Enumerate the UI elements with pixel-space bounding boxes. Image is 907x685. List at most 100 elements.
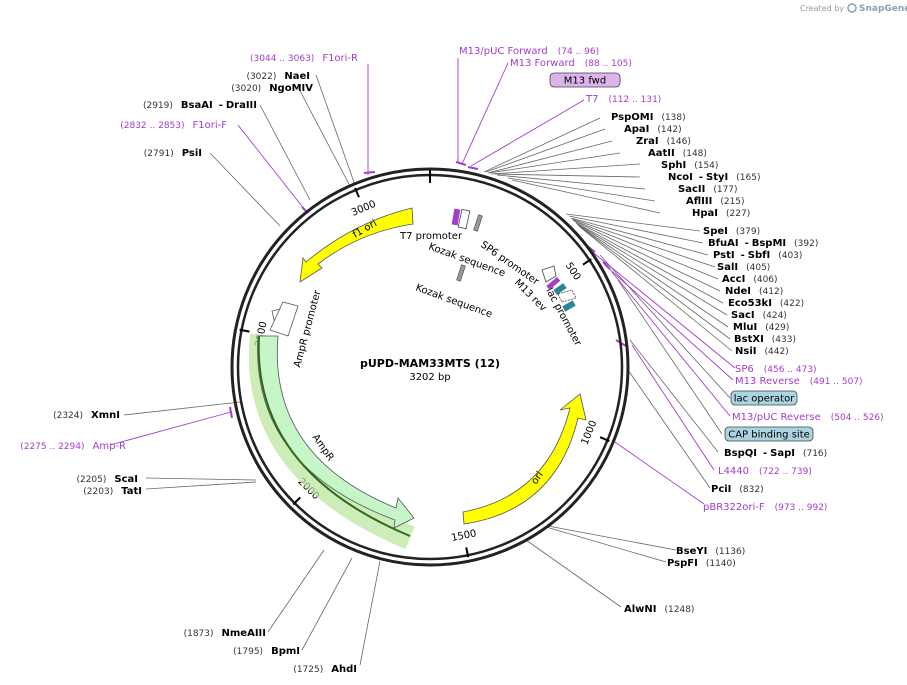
enzyme-coord: (3022) <box>246 72 276 82</box>
primer-coord: (74 .. 96) <box>558 47 599 57</box>
primer-coord: (112 .. 131) <box>608 95 661 105</box>
primer-coord: (722 .. 739) <box>759 467 812 477</box>
plasmid-name: pUPD-MAM33MTS (12) <box>360 357 500 370</box>
enzyme-coord: (1795) <box>233 647 263 657</box>
enzyme-site: BspQI-SapI(716) <box>724 448 827 459</box>
enzyme-coord: (379) <box>736 227 760 237</box>
primer-name: F1ori-F <box>193 120 228 131</box>
primer-site: M13 Reverse (491 .. 507) <box>735 376 863 387</box>
ampr-promoter-box <box>269 301 299 337</box>
enzyme-name: PciI <box>711 484 731 495</box>
feature-label-text: lac operator <box>734 394 795 405</box>
enzyme-site: NcoI-StyI(165) <box>668 172 760 183</box>
primer-leaders <box>109 58 736 505</box>
enzyme-name: AatII <box>648 148 675 159</box>
enzyme-site: MluI(429) <box>733 322 789 333</box>
enzyme-site: AflIII(215) <box>686 196 745 207</box>
tick-label: 1000 <box>580 419 600 447</box>
enzyme-name: XmnI <box>91 410 120 421</box>
ampr-strand-line <box>257 335 411 537</box>
primer-coord: (504 .. 526) <box>831 413 884 423</box>
enzyme-coord: (148) <box>683 149 707 159</box>
t7-promoter-box <box>457 208 471 230</box>
feature-label-text: M13 fwd <box>564 76 606 87</box>
enzyme-coord: (392) <box>794 239 818 249</box>
enzyme-site: AlwNI(1248) <box>624 604 694 615</box>
primer-name: pBR322ori-F <box>703 502 765 513</box>
t7-promoter-label: T7 promoter <box>399 231 463 242</box>
enzyme-coord: (165) <box>736 173 760 183</box>
enzyme-name: NmeAIII <box>222 628 266 639</box>
snapgene-logo-icon <box>847 3 857 13</box>
enzyme-separator: - <box>741 250 745 261</box>
enzyme-site: SacI(424) <box>731 310 787 321</box>
kozak-label-2: Kozak sequence <box>414 282 494 320</box>
enzyme-site: (3022) NaeI <box>246 71 310 82</box>
enzyme-name: PspFI <box>667 558 698 569</box>
tick-mark <box>292 496 301 506</box>
backbone-outer <box>230 167 630 567</box>
enzyme-site: (2203)TatI <box>83 486 142 497</box>
enzyme-name-2: BspMI <box>752 238 786 249</box>
enzyme-coord: (142) <box>657 125 681 135</box>
enzyme-name-2: SbfI <box>748 250 770 261</box>
enzyme-coord: (832) <box>739 485 763 495</box>
plasmid-size: 3202 bp <box>409 372 450 383</box>
enzyme-separator: - <box>699 172 703 183</box>
primer-name: F1ori-R <box>322 53 358 64</box>
primer-name: M13 Reverse <box>735 376 800 387</box>
primer-coord: (2275 .. 2294) <box>20 442 84 452</box>
kozak-mark-2 <box>456 264 466 282</box>
enzyme-site: (1873) NmeAIII <box>184 628 266 639</box>
enzyme-site: SalI(405) <box>717 262 770 273</box>
credit-prefix: Created by <box>800 4 844 13</box>
enzyme-site: (1795) BpmI <box>233 646 300 657</box>
credit-brand: SnapGene <box>859 4 907 14</box>
primer-coord: (491 .. 507) <box>810 377 863 387</box>
enzyme-site: AccI(406) <box>722 274 778 285</box>
feature-label-box <box>724 426 814 442</box>
enzyme-coord: (1873) <box>184 629 214 639</box>
enzyme-site: HpaI(227) <box>692 208 750 219</box>
enzyme-coord: (1725) <box>293 665 323 675</box>
enzyme-coord: (227) <box>726 209 750 219</box>
enzyme-name: BsaAI <box>181 100 213 111</box>
enzyme-site: (2791)PsiI <box>144 148 202 159</box>
enzyme-name: BpmI <box>271 646 300 657</box>
enzyme-name: AflIII <box>686 196 712 207</box>
enzyme-name: NaeI <box>284 71 310 82</box>
enzyme-name: SacII <box>678 184 705 195</box>
enzyme-name-2: SapI <box>770 448 795 459</box>
ampr-promoter-label: AmpR promoter <box>292 288 323 368</box>
primer-coord: (3044 .. 3063) <box>250 54 314 64</box>
primer-coord: (88 .. 105) <box>585 59 632 69</box>
enzyme-name: ZraI <box>636 136 659 147</box>
enzyme-name: SalI <box>717 262 738 273</box>
enzyme-name: MluI <box>733 322 757 333</box>
enzyme-name: PspOMI <box>611 112 653 123</box>
enzyme-site: AatII (148) <box>648 148 707 159</box>
enzyme-coord: (716) <box>803 449 827 459</box>
enzyme-coord: (1140) <box>706 559 736 569</box>
enzyme-name: SphI <box>661 160 686 171</box>
enzyme-coord: (433) <box>772 335 796 345</box>
enzyme-name: PstI <box>713 250 735 261</box>
leader-lines <box>123 74 733 666</box>
enzyme-name: AccI <box>722 274 745 285</box>
enzyme-site: (2919)BsaAI-DraIII <box>143 100 257 111</box>
primer-coord: (2832 .. 2853) <box>120 121 184 131</box>
enzyme-name-2: StyI <box>706 172 728 183</box>
enzyme-separator: - <box>745 238 749 249</box>
enzyme-coord: (2203) <box>83 487 113 497</box>
feature-label-box <box>730 390 798 406</box>
kozak-mark-1 <box>473 214 483 232</box>
enzyme-site: SpeI(379) <box>703 226 760 237</box>
enzyme-coord: (146) <box>667 137 691 147</box>
sp6-promoter-mark <box>541 265 557 283</box>
enzyme-coord: (2791) <box>144 149 174 159</box>
enzyme-coord: (2919) <box>143 101 173 111</box>
cap-site-mark <box>562 300 576 312</box>
enzyme-name: NgoMIV <box>269 83 313 94</box>
enzyme-coord: (412) <box>759 287 783 297</box>
primer-site: SP6(456 .. 473) <box>735 364 817 375</box>
